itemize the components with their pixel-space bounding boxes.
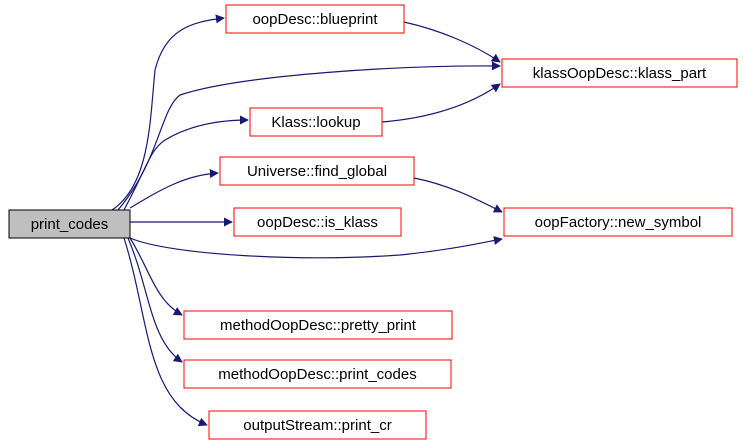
node-find-global[interactable]: Universe::find_global — [219, 156, 415, 186]
node-lookup[interactable]: Klass::lookup — [249, 107, 383, 137]
node-print-cr[interactable]: outputStream::print_cr — [208, 410, 427, 440]
node-blueprint-label: oopDesc::blueprint — [252, 11, 378, 28]
edge-print-codes-to-blueprint — [111, 14, 225, 211]
node-method-print-codes[interactable]: methodOopDesc::print_codes — [183, 359, 452, 389]
node-is-klass-label: oopDesc::is_klass — [257, 214, 378, 231]
node-lookup-label: Klass::lookup — [271, 114, 360, 131]
node-is-klass[interactable]: oopDesc::is_klass — [233, 207, 402, 237]
edge-print-codes-to-lookup — [123, 115, 249, 211]
node-print-cr-label: outputStream::print_cr — [243, 417, 391, 434]
node-new-symbol[interactable]: oopFactory::new_symbol — [503, 207, 733, 237]
edge-print-codes-to-pretty-print — [129, 237, 183, 316]
node-pretty-print[interactable]: methodOopDesc::pretty_print — [183, 310, 453, 340]
node-print-codes[interactable]: print_codes — [8, 209, 131, 239]
edge-print-codes-to-klass-part — [117, 61, 501, 211]
edge-find-global-to-new-symbol — [413, 177, 503, 213]
node-method-print-codes-label: methodOopDesc::print_codes — [218, 366, 416, 383]
edge-lookup-to-klass-part — [381, 83, 501, 123]
edge-print-codes-to-find-global — [129, 169, 219, 209]
node-pretty-print-label: methodOopDesc::pretty_print — [220, 317, 417, 334]
edge-print-codes-to-print-cr — [123, 237, 208, 427]
node-new-symbol-label: oopFactory::new_symbol — [535, 214, 702, 231]
node-blueprint[interactable]: oopDesc::blueprint — [225, 4, 405, 34]
node-klass-part[interactable]: klassOopDesc::klass_part — [501, 58, 738, 88]
node-klass-part-label: klassOopDesc::klass_part — [533, 65, 707, 82]
node-print-codes-label: print_codes — [31, 216, 109, 233]
edges — [111, 14, 503, 427]
edge-blueprint-to-klass-part — [403, 21, 501, 63]
node-find-global-label: Universe::find_global — [247, 163, 387, 180]
edge-print-codes-to-new-symbol — [129, 236, 503, 259]
edge-print-codes-to-method-print-codes — [127, 237, 183, 363]
